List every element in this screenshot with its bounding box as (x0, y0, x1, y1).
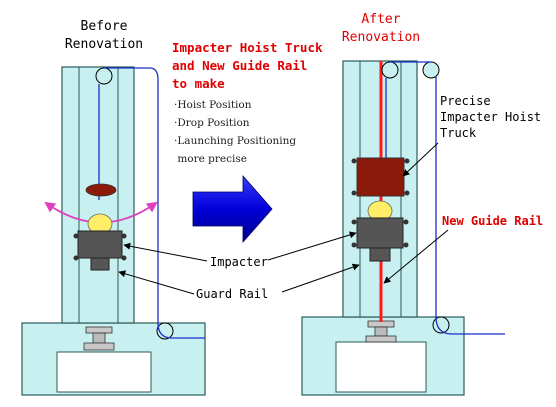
leader-impacter-right (267, 231, 357, 261)
before-title-line1: Before (81, 19, 128, 34)
after-base-block (335, 341, 427, 393)
before-anvil-bottom (83, 342, 115, 351)
after-impacter-body (356, 217, 404, 249)
before-to-after-arrow (192, 174, 273, 244)
label-guard-rail: Guard Rail (196, 287, 268, 301)
before-impacter-body (77, 230, 123, 259)
label-hoist-truck-line1: Precise (440, 94, 491, 108)
before-impacter-bolt-tr (121, 233, 127, 239)
after-hoist-bolt-bl (351, 190, 357, 196)
after-hoist-truck (351, 157, 410, 197)
label-new-guide-rail: New Guide Rail (442, 214, 543, 228)
label-impacter: Impacter (210, 255, 268, 269)
before-impacter-bolt-br (121, 255, 127, 261)
after-impacter (351, 200, 409, 262)
after-apparatus (301, 60, 505, 396)
label-hoist-truck-line3: Truck (440, 126, 477, 140)
after-hoist-bolt-tl (351, 158, 357, 164)
after-hoist-truck-body (356, 157, 405, 197)
after-impacter-bolt-br (403, 242, 409, 248)
before-title-line2: Renovation (65, 37, 143, 52)
after-impacter-foot (369, 247, 391, 262)
after-impacter-bolt-tr (403, 219, 409, 225)
before-base-block (56, 351, 152, 393)
leader-new-guide-rail (383, 229, 449, 284)
leader-hoist-truck (402, 142, 439, 177)
purpose-bullet-2: ·Drop Position (174, 117, 250, 129)
before-impacter (73, 213, 127, 271)
leader-guard-rail-right (281, 263, 360, 293)
after-title-line2: Renovation (342, 30, 420, 45)
after-hoist-bolt-br (404, 190, 410, 196)
purpose-bullet-4: more precise (174, 153, 247, 165)
before-apparatus (21, 66, 206, 396)
after-anvil-neck (374, 326, 388, 337)
after-impacter-bolt-bl (351, 242, 357, 248)
after-bottom-pulley (432, 316, 450, 334)
after-anvil-bottom (365, 335, 397, 343)
after-hoist-bolt-tr (404, 158, 410, 164)
after-rope (385, 61, 505, 335)
purpose-line3: to make (172, 76, 225, 91)
after-impacter-bolt-tl (351, 219, 357, 225)
before-impacter-bolt-tl (73, 233, 79, 239)
purpose-line1: Impacter Hoist Truck (172, 40, 323, 55)
before-impacter-bolt-bl (73, 255, 79, 261)
purpose-bullet-3: ·Launching Positioning (174, 135, 296, 147)
before-anvil-top (85, 326, 113, 334)
after-title-line1: After (361, 12, 400, 27)
before-impacter-foot (90, 257, 110, 271)
before-top-pulley-left (95, 67, 113, 85)
before-bottom-pulley (156, 322, 174, 340)
purpose-line2: and New Guide Rail (172, 58, 307, 73)
label-hoist-truck-line2: Impacter Hoist (440, 110, 541, 124)
after-top-pulley-right (422, 61, 440, 79)
leader-guard-rail-left (118, 270, 195, 295)
before-hook-disc (85, 183, 117, 197)
before-rope (98, 67, 205, 339)
leader-impacter-left (123, 242, 208, 262)
after-top-pulley-left (381, 61, 399, 79)
purpose-bullet-1: ·Hoist Position (174, 99, 252, 111)
before-anvil-neck (92, 332, 106, 344)
